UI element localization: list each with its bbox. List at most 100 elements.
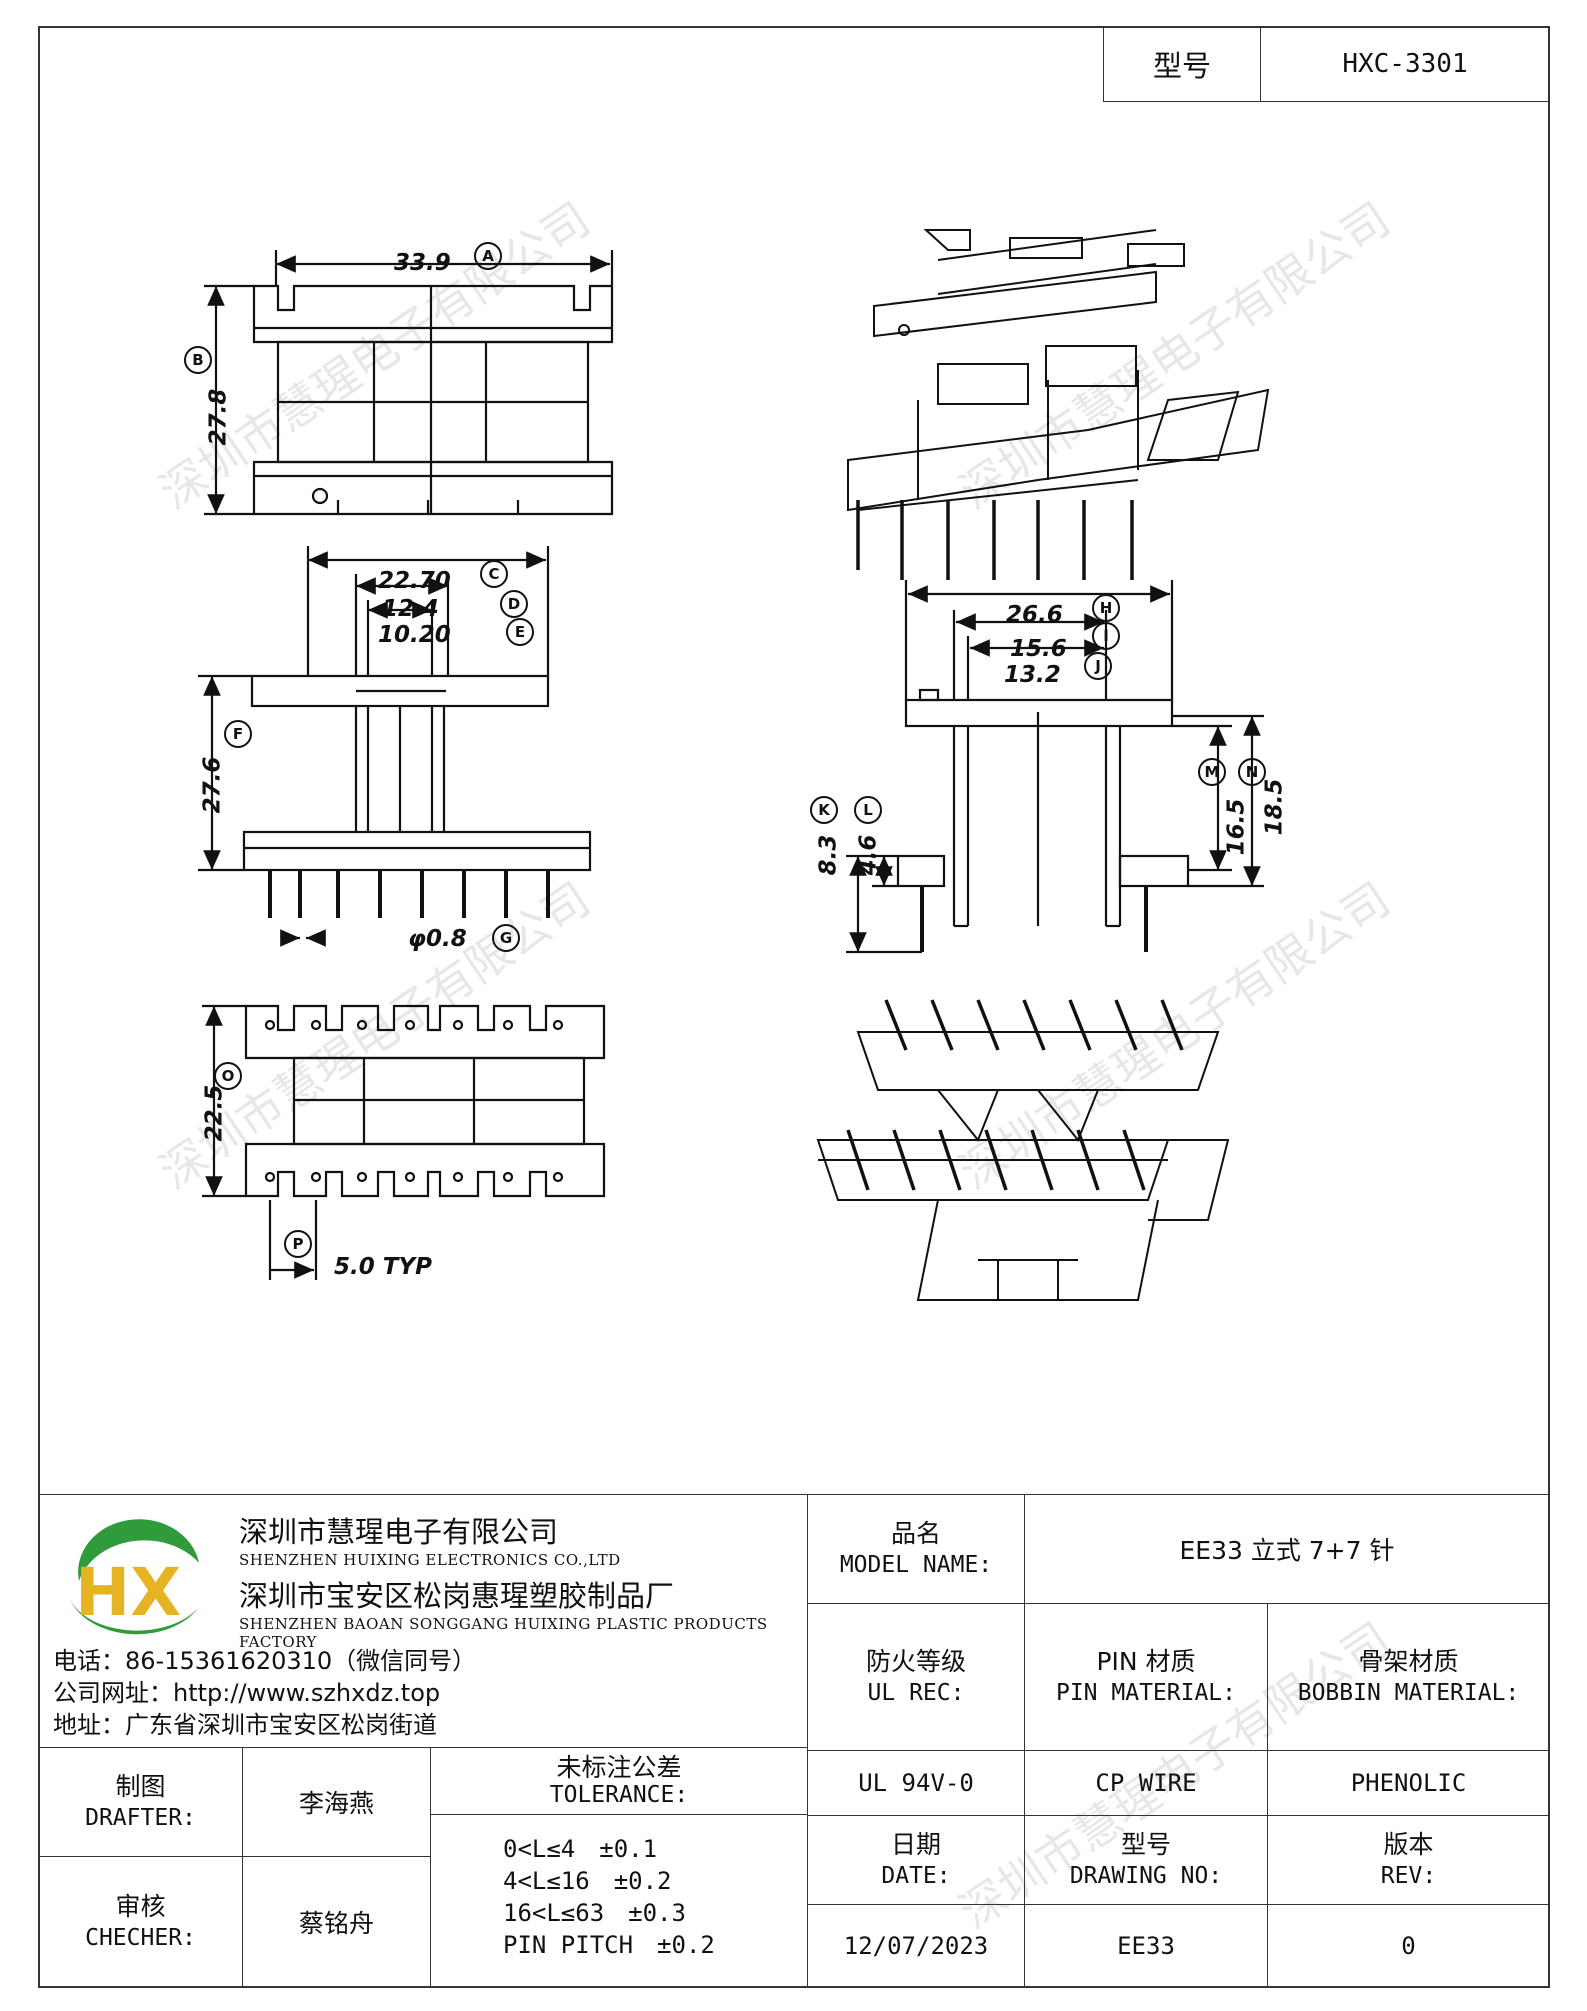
pin-material-label-cell: PIN 材质 PIN MATERIAL:: [1024, 1603, 1268, 1751]
checker-cn: 审核: [115, 1892, 166, 1921]
dim-K-value: 8.3: [815, 834, 842, 876]
company-logo: HX: [69, 1519, 199, 1635]
tolerance-values-cell: 0<L≤4 ±0.1 4<L≤16 ±0.2 16<L≤63 ±0.3 PIN …: [430, 1814, 808, 1988]
checker-name-cell: 蔡铭舟: [242, 1856, 431, 1988]
isometric-view-bottom: [816, 999, 1230, 1301]
callout-B: B: [184, 346, 212, 374]
logo-letters: HX: [75, 1554, 181, 1631]
factory-name-cn: 深圳市宝安区松岗惠瑆塑胶制品厂: [239, 1579, 675, 1613]
tolerance-line: 0<L≤4 ±0.1: [503, 1835, 658, 1863]
front-view: [242, 674, 592, 918]
callout-H: H: [1092, 594, 1120, 622]
company-block: HX 深圳市慧瑆电子有限公司 SHENZHEN HUIXING ELECTRON…: [38, 1494, 808, 1748]
dim-I-value: 15.6: [1010, 636, 1067, 662]
dim-L-value: 4.6: [855, 834, 882, 876]
bobbin-material-value: PHENOLIC: [1350, 1769, 1467, 1797]
date-value-cell: 12/07/2023: [807, 1904, 1025, 1988]
callout-M: M: [1198, 758, 1226, 786]
bottom-view: [244, 1004, 606, 1198]
technical-drawing: [198, 229, 1270, 1301]
callout-D: D: [500, 590, 528, 618]
rev-en: REV:: [1380, 1863, 1437, 1889]
date-cn: 日期: [890, 1830, 941, 1859]
callout-P: P: [284, 1230, 312, 1258]
drawing-no-en: DRAWING NO:: [1069, 1863, 1223, 1889]
drafter-name: 李海燕: [298, 1789, 374, 1818]
callout-L: L: [854, 796, 882, 824]
drafter-label-cell: 制图 DRAFTER:: [38, 1747, 243, 1857]
factory-name-en: SHENZHEN BAOAN SONGGANG HUIXING PLASTIC …: [239, 1615, 768, 1651]
pin-material-en: PIN MATERIAL:: [1055, 1680, 1236, 1706]
checker-label-cell: 审核 CHECHER:: [38, 1856, 243, 1988]
tolerance-cn: 未标注公差: [556, 1753, 682, 1782]
checker-name: 蔡铭舟: [298, 1909, 374, 1938]
pin-material-value-cell: CP WIRE: [1024, 1750, 1268, 1816]
checker-en: CHECHER:: [85, 1925, 196, 1951]
model-name-label-cell: 品名 MODEL NAME:: [807, 1494, 1025, 1604]
isometric-view-top: [847, 229, 1270, 580]
tolerance-en: TOLERANCE:: [549, 1782, 689, 1808]
date-value: 12/07/2023: [843, 1932, 989, 1960]
drawing-no-value: EE33: [1117, 1932, 1175, 1960]
header-model-label-cell: 型号: [1103, 26, 1261, 102]
header-model-value: HXC-3301: [1342, 49, 1468, 79]
rev-cn: 版本: [1383, 1830, 1434, 1859]
model-name-cn: 品名: [890, 1519, 941, 1548]
tolerance-line: 4<L≤16 ±0.2: [503, 1867, 672, 1895]
bobbin-material-en: BOBBIN MATERIAL:: [1297, 1680, 1520, 1706]
tolerance-line: PIN PITCH ±0.2: [503, 1931, 715, 1959]
ul-label-cell: 防火等级 UL REC:: [807, 1603, 1025, 1751]
dim-E-value: 10.20: [378, 622, 451, 648]
rev-value-cell: 0: [1267, 1904, 1550, 1988]
header-model-label: 型号: [1152, 49, 1211, 83]
ul-cn: 防火等级: [865, 1647, 966, 1676]
callout-G: G: [492, 924, 520, 952]
ul-value-cell: UL 94V-0: [807, 1750, 1025, 1816]
callout-C: C: [480, 560, 508, 588]
company-website: 公司网址：http://www.szhxdz.top: [53, 1679, 441, 1707]
dim-H-value: 26.6: [1006, 602, 1063, 628]
ul-value: UL 94V-0: [858, 1769, 974, 1797]
drafter-name-cell: 李海燕: [242, 1747, 431, 1857]
bobbin-material-cn: 骨架材质: [1358, 1647, 1459, 1676]
callout-O: O: [214, 1062, 242, 1090]
dim-G-value: φ0.8: [408, 926, 467, 952]
dim-J-value: 13.2: [1004, 662, 1061, 688]
dim-B-value: 27.8: [205, 388, 232, 446]
header-model-value-cell: HXC-3301: [1260, 26, 1550, 102]
callout-K: K: [810, 796, 838, 824]
date-label-cell: 日期 DATE:: [807, 1815, 1025, 1905]
dim-D-value: 12.4: [382, 596, 439, 622]
callout-A: A: [474, 242, 502, 270]
side-view: [896, 688, 1190, 952]
dim-M-value: 16.5: [1223, 798, 1250, 856]
model-name-value: EE33 立式 7+7 针: [1179, 1536, 1395, 1565]
drafter-cn: 制图: [115, 1772, 166, 1801]
bobbin-material-value-cell: PHENOLIC: [1267, 1750, 1550, 1816]
drawing-no-cn: 型号: [1120, 1830, 1171, 1859]
drawing-no-label-cell: 型号 DRAWING NO:: [1024, 1815, 1268, 1905]
pin-material-value: CP WIRE: [1095, 1769, 1197, 1797]
company-address: 地址：广东省深圳市宝安区松岗街道: [53, 1711, 437, 1739]
date-en: DATE:: [881, 1863, 951, 1889]
pin-material-cn: PIN 材质: [1096, 1647, 1196, 1676]
drafter-en: DRAFTER:: [85, 1805, 196, 1831]
dim-O-value: 22.5: [201, 1084, 228, 1142]
model-name-en: MODEL NAME:: [839, 1552, 993, 1578]
callout-I: I: [1092, 622, 1120, 650]
company-phone: 电话：86-15361620310（微信同号）: [53, 1647, 477, 1675]
dim-A-value: 33.9: [394, 250, 451, 276]
callout-F: F: [224, 720, 252, 748]
dim-F-value: 27.6: [199, 756, 226, 814]
company-name-cn: 深圳市慧瑆电子有限公司: [239, 1515, 559, 1549]
callout-N: N: [1238, 758, 1266, 786]
callout-E: E: [506, 618, 534, 646]
rev-value: 0: [1401, 1932, 1416, 1960]
dim-N-value: 18.5: [1261, 778, 1288, 836]
top-view: [252, 284, 614, 516]
ul-en: UL REC:: [867, 1680, 965, 1706]
model-name-value-cell: EE33 立式 7+7 针: [1024, 1494, 1550, 1604]
bobbin-material-label-cell: 骨架材质 BOBBIN MATERIAL:: [1267, 1603, 1550, 1751]
company-name-en: SHENZHEN HUIXING ELECTRONICS CO.,LTD: [239, 1551, 621, 1569]
rev-label-cell: 版本 REV:: [1267, 1815, 1550, 1905]
